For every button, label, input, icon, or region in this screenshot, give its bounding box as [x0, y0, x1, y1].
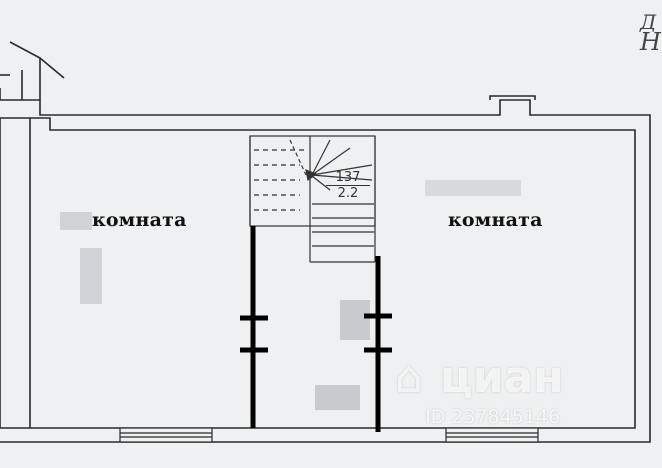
room-label-left: комната: [92, 209, 187, 231]
blurred-area: [60, 212, 92, 230]
watermark-id: ID 237845146: [425, 406, 561, 428]
window-left: [119, 427, 213, 443]
blurred-area: [340, 300, 370, 340]
blurred-area: [315, 385, 360, 410]
room-label-right: комната: [448, 209, 543, 231]
blurred-area: [80, 248, 102, 304]
watermark-brand: циан: [440, 352, 564, 403]
watermark-logo-icon: ⌂: [395, 352, 423, 403]
staircase: [249, 135, 376, 263]
corner-letter-top: Д: [640, 10, 657, 34]
roof-outline: [0, 41, 65, 100]
blurred-area: [425, 180, 521, 196]
stair-number: 137: [326, 171, 370, 186]
chimney: [489, 95, 536, 100]
new-partitions: [240, 226, 392, 432]
stair-size: 2.2: [337, 186, 359, 201]
corner-letter-bottom: Н: [640, 28, 661, 56]
window-right: [445, 427, 539, 443]
